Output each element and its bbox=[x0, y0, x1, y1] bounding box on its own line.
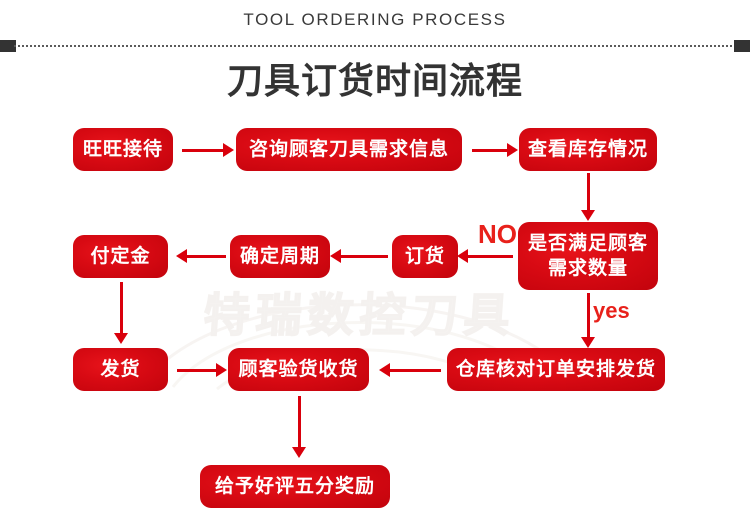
arrow-n2-to-n3 bbox=[472, 142, 518, 158]
node-place-order[interactable]: 订货 bbox=[392, 235, 458, 278]
node-ship-goods[interactable]: 发货 bbox=[73, 348, 168, 391]
divider-cap-left bbox=[0, 40, 16, 52]
node-pay-deposit[interactable]: 付定金 bbox=[73, 235, 168, 278]
divider-dotted-line bbox=[14, 45, 736, 47]
node-consult-tool-requirements[interactable]: 咨询顾客刀具需求信息 bbox=[236, 128, 462, 171]
divider-cap-right bbox=[734, 40, 750, 52]
page-title: 刀具订货时间流程 bbox=[226, 61, 523, 102]
arrow-n4-to-n5 bbox=[457, 248, 513, 264]
header-divider bbox=[0, 40, 750, 52]
node-wangwang-reception[interactable]: 旺旺接待 bbox=[73, 128, 173, 171]
arrow-n5-to-n6 bbox=[330, 248, 388, 264]
node-decision-line2: 需求数量 bbox=[547, 257, 628, 279]
node-decision-meets-demand[interactable]: 是否满足顾客 需求数量 bbox=[518, 222, 658, 290]
arrow-n6-to-n7 bbox=[176, 248, 226, 264]
node-five-star-review-reward[interactable]: 给予好评五分奖励 bbox=[200, 465, 390, 508]
node-confirm-cycle[interactable]: 确定周期 bbox=[230, 235, 330, 278]
arrow-n7-to-n8 bbox=[113, 282, 129, 344]
node-decision-line1: 是否满足顾客 bbox=[527, 232, 648, 255]
edge-label-no: NO bbox=[478, 219, 517, 249]
edge-label-yes: yes bbox=[593, 298, 630, 323]
arrow-n3-to-n4 bbox=[580, 173, 596, 221]
arrow-n9-to-n11 bbox=[291, 396, 307, 458]
page-subtitle-english: TOOL ORDERING PROCESS bbox=[243, 10, 507, 29]
arrow-n10-to-n9 bbox=[379, 362, 441, 378]
node-decision-text: 是否满足顾客 需求数量 bbox=[528, 231, 648, 280]
node-check-inventory[interactable]: 查看库存情况 bbox=[519, 128, 657, 171]
arrow-n4-to-n10 bbox=[580, 293, 596, 348]
arrow-n8-to-n9 bbox=[177, 362, 227, 378]
node-warehouse-verify-dispatch[interactable]: 仓库核对订单安排发货 bbox=[447, 348, 665, 391]
arrow-n1-to-n2 bbox=[182, 142, 234, 158]
node-customer-inspect-receive[interactable]: 顾客验货收货 bbox=[228, 348, 369, 391]
